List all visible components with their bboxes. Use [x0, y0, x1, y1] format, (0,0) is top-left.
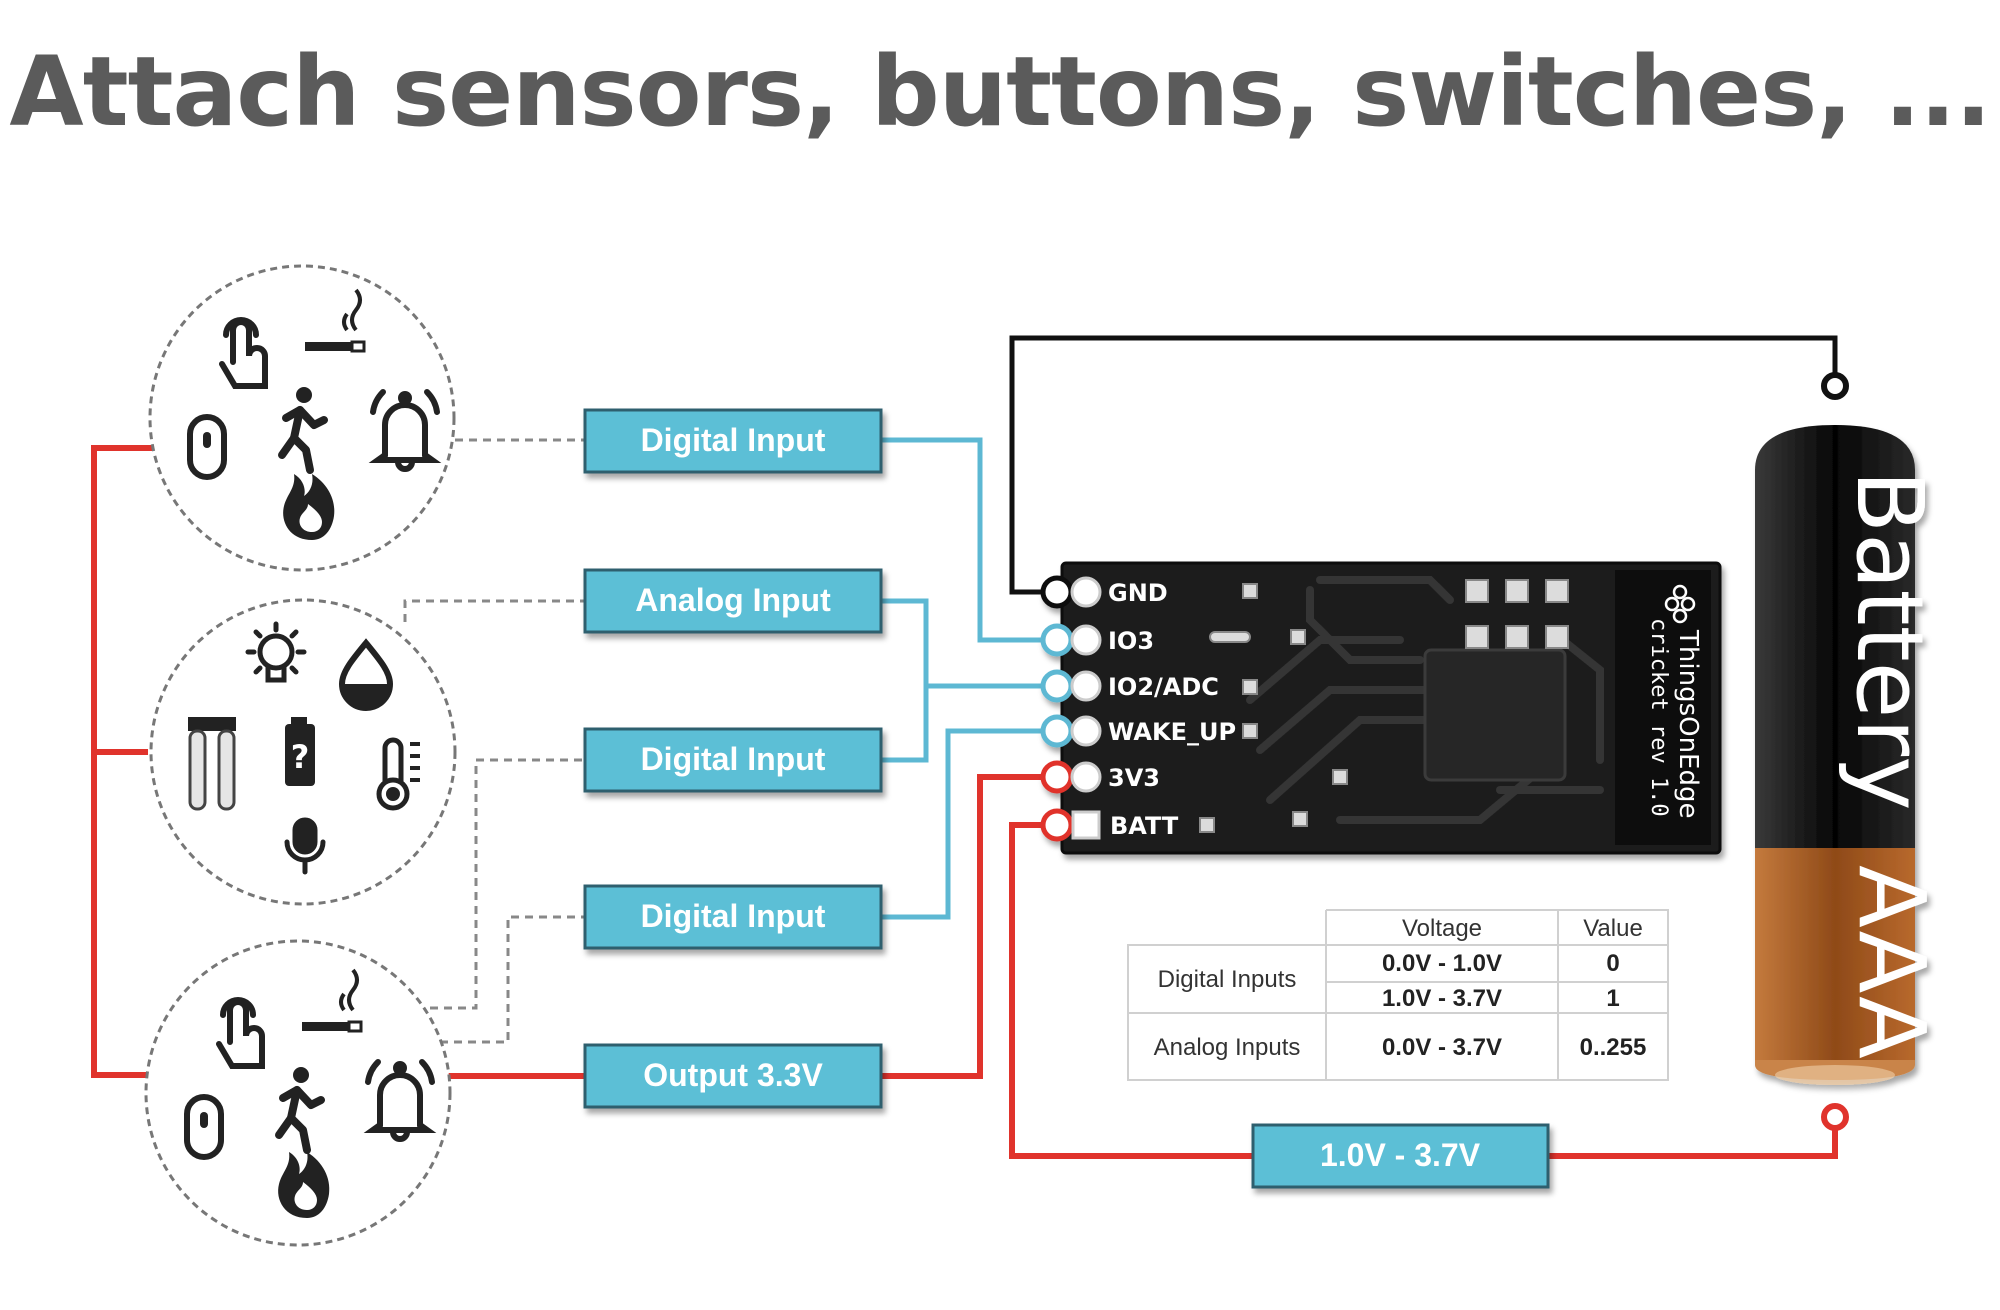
- cricket-board: ThingsOnEdge cricket rev 1.0 GND IO3 I: [1040, 561, 1722, 855]
- aaa-battery: Battery AAA: [1755, 425, 1945, 1085]
- label-battery-voltage-text: 1.0V - 3.7V: [1320, 1137, 1481, 1173]
- smoke-icon: [305, 288, 366, 353]
- label-digital-input-3: Digital Input: [583, 884, 883, 950]
- battery-negative-terminal: [1821, 372, 1849, 400]
- table-cell-value-3: 0..255: [1580, 1034, 1647, 1061]
- door-sensor-icon: [187, 414, 227, 480]
- table-cell-voltage-2: 1.0V - 3.7V: [1382, 985, 1502, 1012]
- pin-3v3-label: 3V3: [1108, 764, 1160, 792]
- water-drop-icon: [338, 638, 394, 711]
- touch-icon: [216, 997, 265, 1069]
- label-digital-input-3-text: Digital Input: [641, 898, 826, 934]
- label-digital-input-1-text: Digital Input: [641, 422, 826, 458]
- alarm-bell-icon: [368, 389, 442, 472]
- light-icon: [245, 621, 307, 683]
- board-pads: [1199, 579, 1569, 833]
- table-cell-voltage-3: 0.0V - 3.7V: [1382, 1034, 1502, 1061]
- table-cell-value-1: 0: [1606, 950, 1619, 977]
- pin-3v3: 3V3: [1040, 760, 1160, 794]
- board-model: cricket rev 1.0: [1646, 618, 1671, 817]
- page-title: Attach sensors, buttons, switches, ...: [9, 36, 1991, 148]
- red-power-bus: [91, 445, 158, 1078]
- motion-icon: [278, 387, 328, 474]
- table-header-value: Value: [1583, 915, 1643, 942]
- touch-icon: [219, 317, 268, 389]
- sensor-circle-bottom: [144, 939, 452, 1247]
- battery-level-icon: ?: [285, 717, 315, 786]
- soil-moisture-icon: [188, 717, 236, 811]
- pin-gnd-label: GND: [1108, 579, 1168, 607]
- battery-positive-terminal: [1821, 1103, 1849, 1131]
- voltage-table: Voltage Value Digital Inputs 0.0V - 1.0V…: [1127, 909, 1669, 1081]
- board-brand: ThingsOnEdge: [1673, 629, 1703, 819]
- output-wire: [445, 774, 1054, 1079]
- door-sensor-icon: [184, 1094, 224, 1160]
- svg-text:?: ?: [291, 738, 310, 776]
- table-group-analog: Analog Inputs: [1154, 1034, 1301, 1061]
- label-output: Output 3.3V: [583, 1043, 883, 1109]
- microphone-icon: [284, 817, 326, 875]
- label-digital-input-1: Digital Input: [583, 408, 883, 474]
- pin-io3-label: IO3: [1108, 627, 1154, 655]
- batt-wire: [1009, 822, 1838, 1159]
- label-analog-input: Analog Input: [583, 568, 883, 634]
- pin-io3: IO3: [1040, 623, 1154, 657]
- pin-io2-adc: IO2/ADC: [1040, 669, 1219, 703]
- gnd-wire: [1009, 335, 1838, 595]
- label-digital-input-2-text: Digital Input: [641, 741, 826, 777]
- alarm-bell-icon: [363, 1059, 437, 1142]
- sensor-circle-middle: ?: [149, 598, 457, 906]
- thermometer-icon: [376, 737, 420, 811]
- board-chip: [1423, 648, 1567, 782]
- label-analog-input-text: Analog Input: [635, 582, 831, 618]
- pin-io2-adc-label: IO2/ADC: [1108, 673, 1219, 701]
- smoke-icon: [302, 968, 363, 1033]
- pin-gnd: GND: [1040, 575, 1168, 609]
- pin-batt-label: BATT: [1110, 812, 1179, 840]
- label-digital-input-2: Digital Input: [583, 727, 883, 793]
- dashed-connectors: [403, 438, 585, 1044]
- board-logo-icon: [1664, 584, 1696, 624]
- pin-batt: BATT: [1040, 808, 1179, 842]
- motion-icon: [275, 1067, 325, 1154]
- pin-header: GND IO3 IO2/ADC WAKE_UP: [1040, 575, 1236, 842]
- fire-icon: [283, 474, 335, 540]
- battery-size: AAA: [1838, 865, 1945, 1059]
- label-output-text: Output 3.3V: [643, 1057, 823, 1093]
- signal-wires: [881, 437, 1054, 920]
- pin-wake-up: WAKE_UP: [1040, 714, 1236, 748]
- pin-wake-up-label: WAKE_UP: [1108, 718, 1236, 746]
- battery-name: Battery: [1836, 470, 1943, 811]
- table-cell-value-2: 1: [1606, 985, 1619, 1012]
- table-grid: [1127, 909, 1669, 1081]
- board-label-panel: [1615, 570, 1711, 845]
- fire-icon: [278, 1152, 330, 1218]
- table-group-digital: Digital Inputs: [1158, 966, 1297, 993]
- table-header-voltage: Voltage: [1402, 915, 1482, 942]
- sensor-circle-top: [148, 264, 456, 572]
- table-cell-voltage-1: 0.0V - 1.0V: [1382, 950, 1502, 977]
- label-battery-voltage: 1.0V - 3.7V: [1251, 1123, 1550, 1189]
